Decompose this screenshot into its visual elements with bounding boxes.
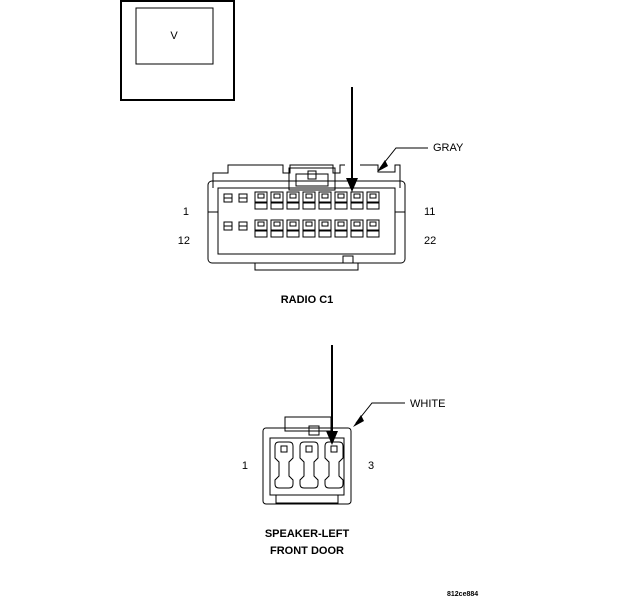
radio-bottom-row-cavity [223, 221, 233, 231]
radio-top-row-cavity [286, 191, 300, 210]
figure-code: 812ce884 [447, 591, 478, 598]
radio-body [207, 180, 406, 264]
gray-leader-arrowhead [377, 160, 388, 172]
speaker-cavities [274, 441, 344, 489]
radio-connector-name: RADIO C1 [281, 294, 334, 306]
speaker-color-label: WHITE [410, 398, 445, 410]
radio-top-row-cavity [350, 191, 364, 210]
speaker-connector: WHITE 1 3 SPEAKER-LEFT FRONT DOOR [242, 345, 445, 557]
view-letter: V [170, 30, 178, 42]
speaker-cavity [299, 441, 319, 489]
radio-bottom-row-cavity [366, 219, 380, 238]
speaker-latch [284, 416, 332, 432]
radio-top-row-cavity [270, 191, 284, 210]
speaker-connector-name-line2: FRONT DOOR [270, 545, 344, 557]
radio-pin-1: 1 [183, 206, 189, 218]
speaker-connector-name-line1: SPEAKER-LEFT [265, 528, 350, 540]
radio-bottom-row-cavity [350, 219, 364, 238]
radio-top-edge [212, 164, 345, 188]
radio-latch-tab [307, 170, 317, 180]
radio-top-row-cavity [254, 191, 268, 210]
radio-bottom-key [342, 255, 354, 264]
radio-bottom-tab [254, 263, 359, 271]
radio-bottom-row-cavity [302, 219, 316, 238]
radio-bottom-row-cavity [286, 219, 300, 238]
speaker-cavity [324, 441, 344, 489]
radio-top-row-cavity [318, 191, 332, 210]
speaker-face [269, 437, 345, 496]
radio-bottom-row-cavity [254, 219, 268, 238]
radio-bottom-row-cavity [270, 219, 284, 238]
radio-latch-inner [295, 173, 329, 187]
speaker-body [262, 427, 352, 505]
view-box: V [120, 0, 235, 101]
radio-pin-arrow-head [346, 178, 358, 192]
radio-top-row-cavity [334, 191, 348, 210]
speaker-cavity [274, 441, 294, 489]
radio-bottom-row-cavity [318, 219, 332, 238]
radio-cavities [223, 191, 380, 238]
radio-top-edge-right [360, 164, 401, 188]
radio-top-row-cavity [366, 191, 380, 210]
speaker-bottom-rail [275, 495, 339, 504]
view-box-inner [135, 7, 214, 65]
radio-latch [288, 167, 336, 191]
radio-c1-connector: GRAY 1 12 11 22 RADIO C1 [178, 87, 464, 306]
speaker-pin-3: 3 [368, 460, 374, 472]
radio-pin-11: 11 [424, 206, 435, 218]
radio-bottom-row-cavity [334, 219, 348, 238]
white-leader-arrowhead [353, 415, 364, 427]
radio-pin-22: 22 [424, 235, 436, 247]
speaker-pin-1: 1 [242, 460, 248, 472]
radio-top-row-cavity [302, 191, 316, 210]
radio-color-label: GRAY [433, 142, 464, 154]
radio-top-row-cavity [223, 193, 233, 203]
speaker-latch-tab [308, 425, 320, 436]
radio-bottom-row-cavity [238, 221, 248, 231]
radio-top-row-cavity [238, 193, 248, 203]
radio-pin-12: 12 [178, 235, 190, 247]
view-box-outer [120, 0, 235, 101]
radio-face [217, 187, 396, 255]
